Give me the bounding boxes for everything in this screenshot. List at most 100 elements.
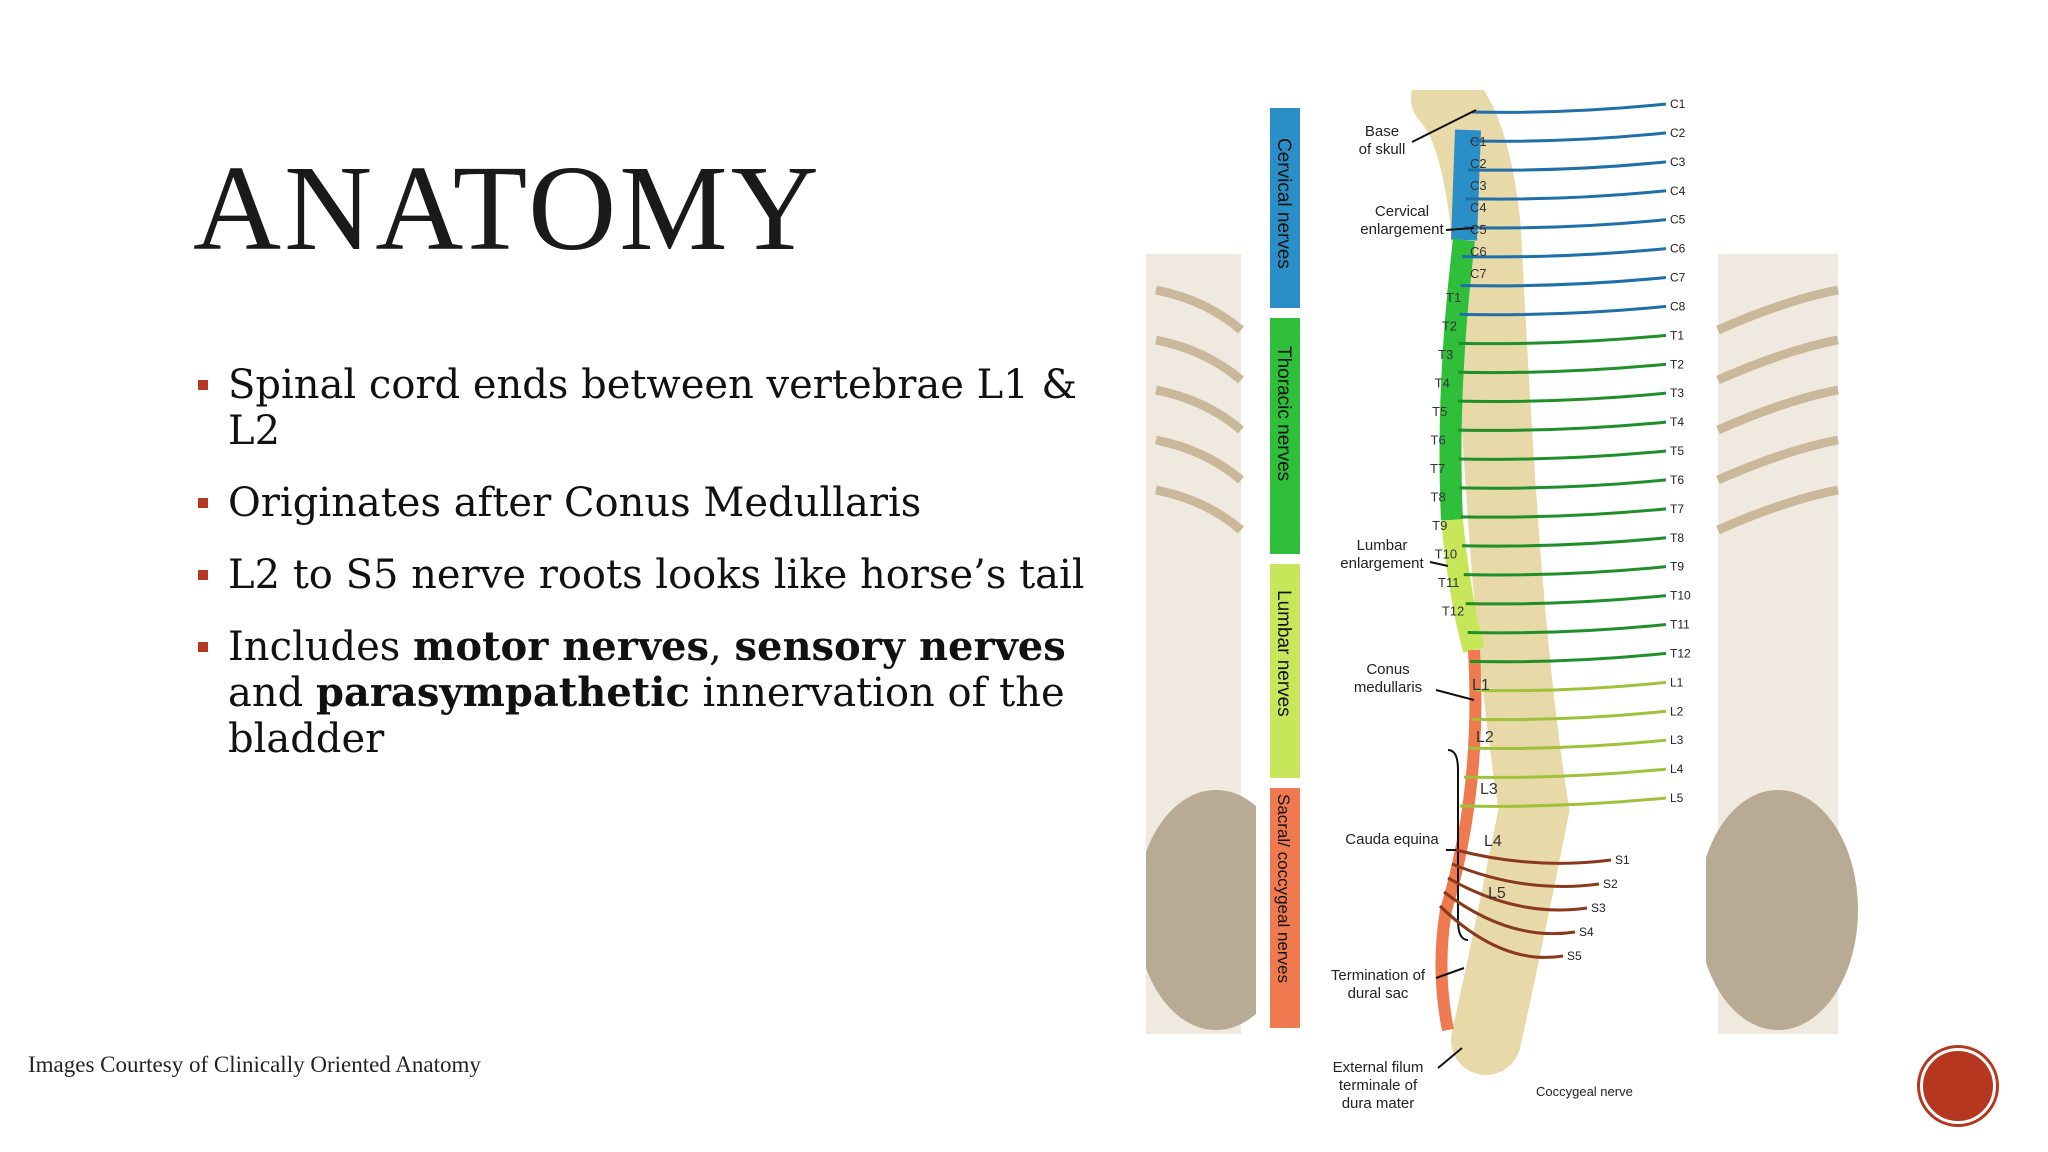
nerve-branch-t9 <box>1463 565 1667 577</box>
nerve-label-l3: L3 <box>1670 733 1684 747</box>
vertebra-label-t8: T8 <box>1431 490 1446 505</box>
nerve-branch-l2 <box>1471 709 1667 722</box>
nerve-label-t6: T6 <box>1670 473 1684 487</box>
lumbar-enl-label-1: Lumbar <box>1357 537 1408 554</box>
cord-lumbar <box>1441 518 1485 653</box>
vertebra-label-t6: T6 <box>1431 433 1446 448</box>
nerve-label-l5: L5 <box>1670 791 1684 805</box>
nerve-label-c5: C5 <box>1670 213 1686 227</box>
nerve-layer: C1C2C3C4C5C6C7C8T1T2T3T4T5T6T7T8T9T10T11… <box>1430 97 1691 963</box>
nerve-branch-l4 <box>1463 767 1667 779</box>
nerve-label-l2: L2 <box>1670 704 1684 718</box>
bullet-list: Spinal cord ends between vertebrae L1 & … <box>198 362 1128 788</box>
vertebra-label-c4: C4 <box>1470 200 1487 215</box>
nerve-branch-c7 <box>1460 276 1667 288</box>
filum-leader <box>1437 1047 1463 1069</box>
vertebra-label-c1: C1 <box>1470 134 1487 149</box>
nerve-label-t4: T4 <box>1670 415 1684 429</box>
nerve-label-s5: S5 <box>1567 949 1582 963</box>
base-skull-label-1: Base <box>1365 123 1399 140</box>
cauda-equina-fibers <box>1435 649 1482 1032</box>
bullet-text-mid1: , <box>709 624 735 670</box>
vertebra-label-t1: T1 <box>1446 290 1461 305</box>
filum-label-1: External filum <box>1333 1059 1424 1076</box>
bullet-text: Spinal cord ends between vertebrae L1 & … <box>228 362 1077 454</box>
vertebra-label-l2: L2 <box>1476 729 1494 746</box>
lumbar-enl-label-2: enlargement <box>1340 555 1424 572</box>
vertebra-label-t3: T3 <box>1438 347 1453 362</box>
nerve-label-c4: C4 <box>1670 184 1686 198</box>
nerve-label-t2: T2 <box>1670 357 1684 371</box>
nerve-branch-c4 <box>1465 189 1667 201</box>
filum-label-2: terminale of <box>1339 1077 1418 1094</box>
sacral-bar <box>1270 788 1300 1028</box>
nerve-branch-t3 <box>1457 391 1667 403</box>
lumbar-enl-leader <box>1429 561 1449 567</box>
nerve-label-s1: S1 <box>1615 853 1630 867</box>
nerve-label-c3: C3 <box>1670 155 1686 169</box>
nerve-branch-l5 <box>1459 796 1667 808</box>
cord-cervical <box>1451 129 1481 241</box>
nerve-label-c8: C8 <box>1670 299 1686 313</box>
nerve-branch-t7 <box>1460 507 1667 519</box>
nerve-branch-t4 <box>1458 420 1667 432</box>
cauda-label: Cauda equina <box>1345 831 1439 848</box>
nerve-label-c7: C7 <box>1670 271 1686 285</box>
conus-leader <box>1435 689 1475 701</box>
nerve-branch-t5 <box>1458 449 1667 461</box>
cervical-enl-leader <box>1445 227 1475 231</box>
cervical-enl-label-2: enlargement <box>1360 221 1444 238</box>
vertebra-label-c5: C5 <box>1470 222 1487 237</box>
conus-label-2: medullaris <box>1354 679 1422 696</box>
nerve-branch-t2 <box>1458 362 1667 375</box>
bullet-bold-sensory: sensory nerves <box>734 623 1066 670</box>
vertebra-label-t11: T11 <box>1438 575 1459 590</box>
nerve-label-t3: T3 <box>1670 386 1684 400</box>
bullet-text: L2 to S5 nerve roots looks like horse’s … <box>228 552 1085 598</box>
thoracic-bar <box>1270 318 1300 554</box>
nerve-label-s4: S4 <box>1579 925 1594 939</box>
spinal-cord-figure: Cervical nerves Thoracic nerves Lumbar n… <box>1146 90 1858 1120</box>
sacral-label: Sacral/ coccygeal nerves <box>1274 794 1293 983</box>
nerve-label-t10: T10 <box>1670 589 1691 603</box>
bullet-text-mid2: and <box>228 670 316 716</box>
cord-thoracic <box>1439 238 1475 521</box>
nerve-label-l4: L4 <box>1670 762 1684 776</box>
nerve-branch-t12 <box>1469 651 1667 664</box>
dural-label-2: dural sac <box>1348 985 1409 1002</box>
nerve-branch-c2 <box>1469 131 1667 143</box>
thoracic-label: Thoracic nerves <box>1273 346 1294 481</box>
bullet-square-icon <box>198 570 208 580</box>
nerve-branch-c8 <box>1459 304 1667 317</box>
nerve-branch-l3 <box>1467 738 1667 750</box>
bullet-item: L2 to S5 nerve roots looks like horse’s … <box>198 552 1128 598</box>
nerve-branch-c5 <box>1463 218 1667 230</box>
vertebra-label-t12: T12 <box>1442 604 1464 619</box>
cervical-label: Cervical nerves <box>1273 138 1294 269</box>
lumbar-label: Lumbar nerves <box>1273 590 1294 717</box>
vertebra-label-t4: T4 <box>1435 376 1450 391</box>
nerve-label-t9: T9 <box>1670 560 1684 574</box>
nerve-branch-s4 <box>1443 890 1576 936</box>
bullet-text-pre: Includes <box>228 624 414 670</box>
nerve-label-l1: L1 <box>1670 675 1684 689</box>
cervical-bar <box>1270 108 1300 308</box>
vertebra-label-t2: T2 <box>1442 319 1457 334</box>
base-skull-label-2: of skull <box>1359 141 1406 158</box>
vertebra-label-l1: L1 <box>1472 677 1490 694</box>
nerve-branch-c3 <box>1467 160 1667 172</box>
nerve-branch-t8 <box>1462 536 1667 548</box>
vertebra-label-l3: L3 <box>1480 781 1498 798</box>
nerve-branch-s2 <box>1451 862 1600 888</box>
vertebra-label-c7: C7 <box>1470 266 1487 281</box>
nerve-branch-t10 <box>1465 594 1667 606</box>
nerve-label-c1: C1 <box>1670 97 1686 111</box>
nerve-branch-t11 <box>1467 623 1667 635</box>
vertebra-label-t5: T5 <box>1432 404 1447 419</box>
nerve-label-t8: T8 <box>1670 531 1684 545</box>
nerve-label-t5: T5 <box>1670 444 1684 458</box>
coccygeal-label: Coccygeal nerve <box>1536 1084 1633 1099</box>
bullet-item: Spinal cord ends between vertebrae L1 & … <box>198 362 1128 454</box>
annotations: Base of skull Cervical enlargement Lumba… <box>1331 109 1633 1112</box>
base-skull-leader <box>1411 109 1477 143</box>
